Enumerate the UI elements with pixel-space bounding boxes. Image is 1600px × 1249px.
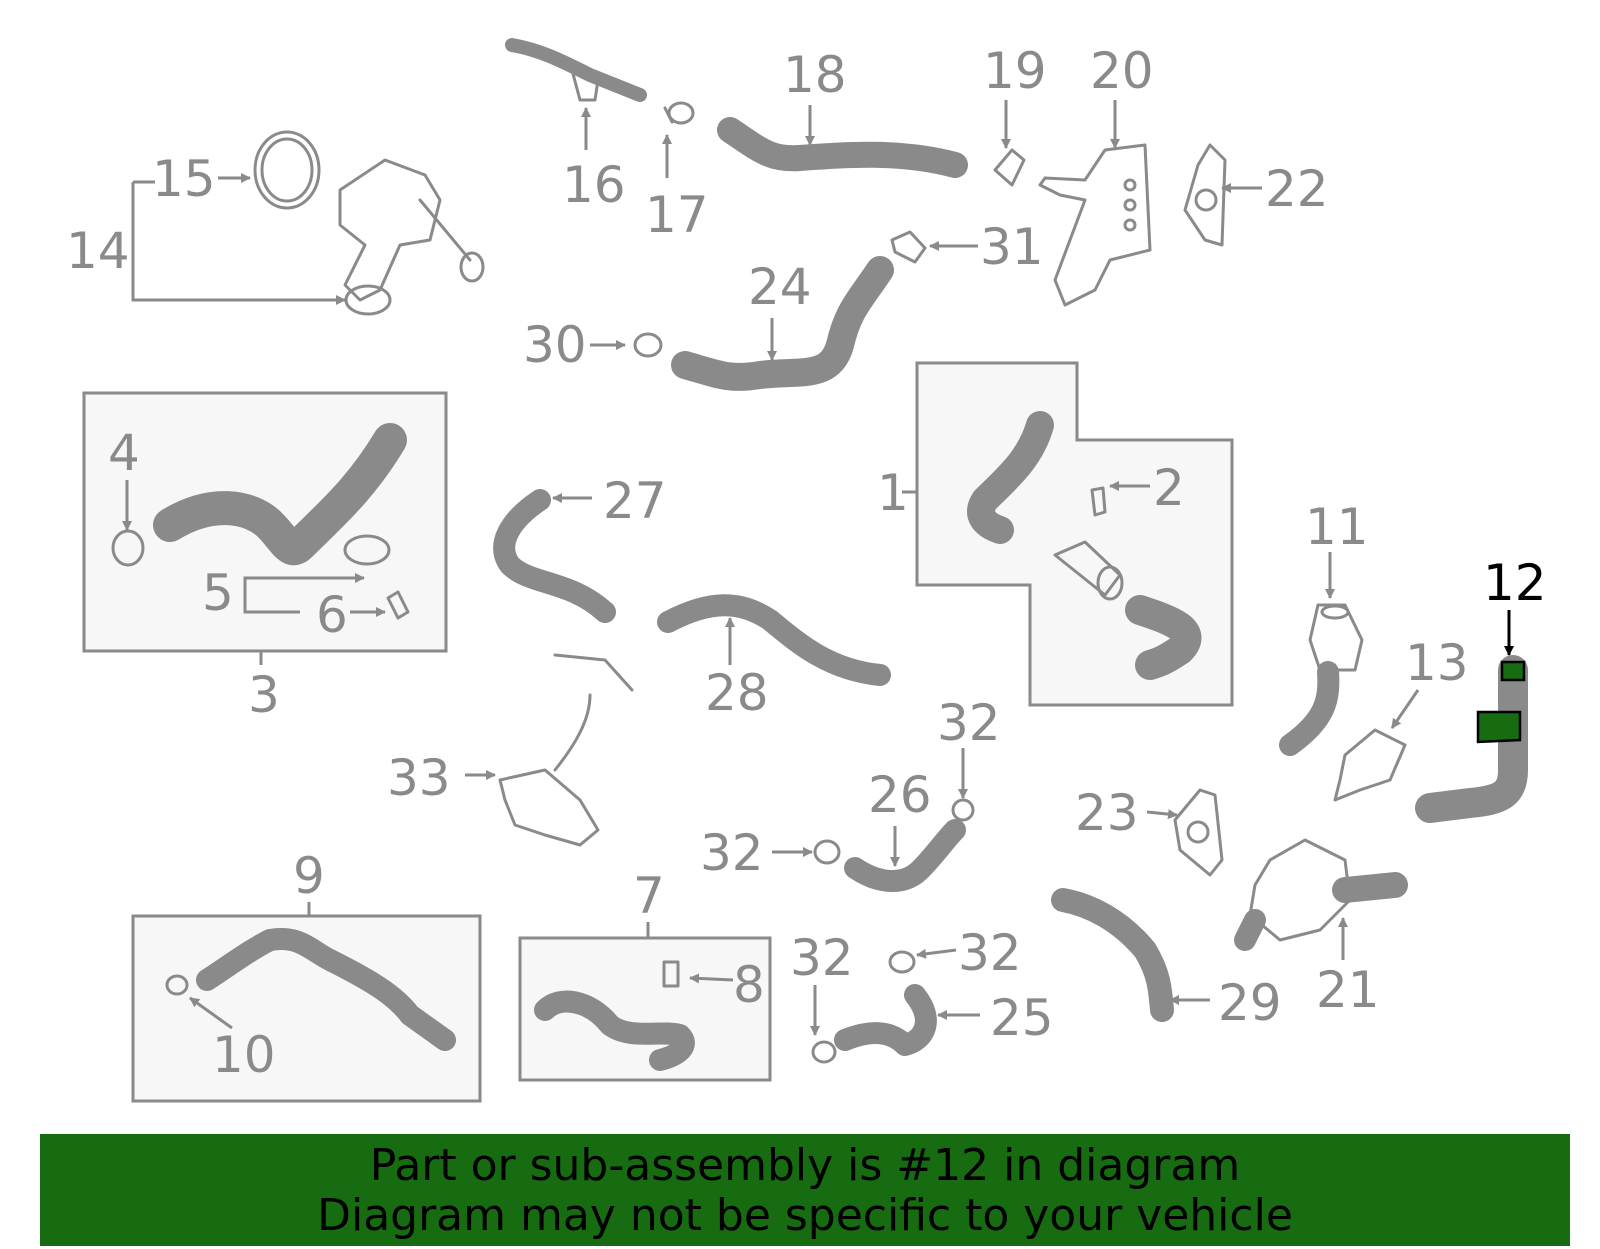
part-25-hose — [834, 984, 937, 1056]
callout-29: 29 — [1218, 974, 1282, 1032]
part-13-sensor — [1333, 728, 1407, 802]
callout-31: 31 — [980, 218, 1044, 276]
callout-32-a: 32 — [937, 694, 1001, 752]
part-29-hose — [1051, 888, 1174, 1022]
callout-28: 28 — [705, 664, 769, 722]
parts-diagram: 14 15 16 17 18 19 20 22 31 24 30 4 5 6 3… — [66, 38, 1547, 1103]
callout-21: 21 — [1316, 961, 1380, 1019]
part-6-bleeder — [386, 590, 410, 620]
part-2-fitting — [1090, 486, 1107, 517]
part-12-highlighted-pipe — [1415, 655, 1528, 823]
callout-3: 3 — [248, 666, 280, 724]
part-8-clip — [662, 960, 680, 988]
callout-5: 5 — [202, 564, 234, 622]
part-5-clamp — [343, 534, 391, 566]
callout-2: 2 — [1153, 459, 1185, 517]
callout-27: 27 — [603, 472, 667, 530]
callout-12: 12 — [1483, 554, 1547, 612]
part-27-hose — [493, 489, 616, 623]
callout-17: 17 — [645, 186, 709, 244]
part-1-connector — [1053, 540, 1124, 601]
callout-7: 7 — [633, 867, 665, 925]
callout-25: 25 — [990, 989, 1054, 1047]
part-32-clamp-b — [813, 839, 841, 865]
callout-4: 4 — [108, 424, 140, 482]
leader-lines — [122, 100, 1514, 1036]
part-1-hose — [967, 411, 1054, 544]
part-4-clamp — [111, 529, 145, 567]
callout-33: 33 — [387, 749, 451, 807]
part-20-valve-assembly — [1038, 143, 1152, 307]
callout-22: 22 — [1265, 160, 1329, 218]
callout-32-c: 32 — [958, 924, 1022, 982]
callout-23: 23 — [1075, 784, 1139, 842]
callout-6: 6 — [316, 586, 348, 644]
callout-9: 9 — [293, 847, 325, 905]
part-18-hose — [717, 117, 968, 178]
part-15-o-ring — [253, 130, 321, 210]
part-32-clamp-c — [888, 950, 916, 974]
part-23-gasket — [1173, 788, 1224, 877]
part-16-bypass-pipe — [505, 38, 647, 102]
part-3-upper-hose — [153, 423, 407, 565]
callout-1: 1 — [877, 464, 909, 522]
part-19-sensor — [993, 148, 1026, 187]
part-31-clamp — [890, 230, 927, 264]
part-28-hose — [657, 594, 891, 686]
part-32-clamp-a — [951, 798, 975, 822]
callout-18: 18 — [783, 46, 847, 104]
callout-10: 10 — [212, 1026, 276, 1084]
callout-8: 8 — [733, 956, 765, 1014]
part-9-hose — [196, 928, 456, 1051]
part-11-water-pump — [1279, 603, 1364, 756]
part-14-water-outlet — [338, 158, 485, 316]
part-17-clamp — [663, 101, 695, 125]
part-10-clamp — [165, 974, 189, 996]
callout-14: 14 — [66, 222, 130, 280]
part-1-elbow-hose — [1125, 595, 1202, 680]
callout-16: 16 — [562, 156, 626, 214]
banner-line-2: Diagram may not be specific to your vehi… — [317, 1190, 1293, 1241]
part-30-clamp — [633, 332, 663, 358]
part-32-clamp-d — [811, 1040, 837, 1064]
callout-13: 13 — [1405, 634, 1469, 692]
info-banner: Part or sub-assembly is #12 in diagram D… — [40, 1134, 1570, 1246]
part-21-thermostat-housing — [1234, 838, 1408, 951]
callout-26: 26 — [868, 766, 932, 824]
banner-line-1: Part or sub-assembly is #12 in diagram — [369, 1140, 1241, 1191]
callout-30: 30 — [523, 316, 587, 374]
part-22-gasket — [1183, 143, 1227, 247]
callout-11: 11 — [1305, 498, 1369, 556]
part-33-pipe-bracket — [498, 653, 634, 847]
callout-24: 24 — [748, 258, 812, 316]
part-24-hose — [671, 256, 894, 391]
callout-19: 19 — [983, 42, 1047, 100]
callout-32-b: 32 — [700, 824, 764, 882]
callout-20: 20 — [1090, 42, 1154, 100]
callout-32-d: 32 — [790, 929, 854, 987]
callout-15: 15 — [152, 150, 216, 208]
part-26-hose — [844, 819, 966, 892]
part-7-hose — [534, 990, 695, 1071]
